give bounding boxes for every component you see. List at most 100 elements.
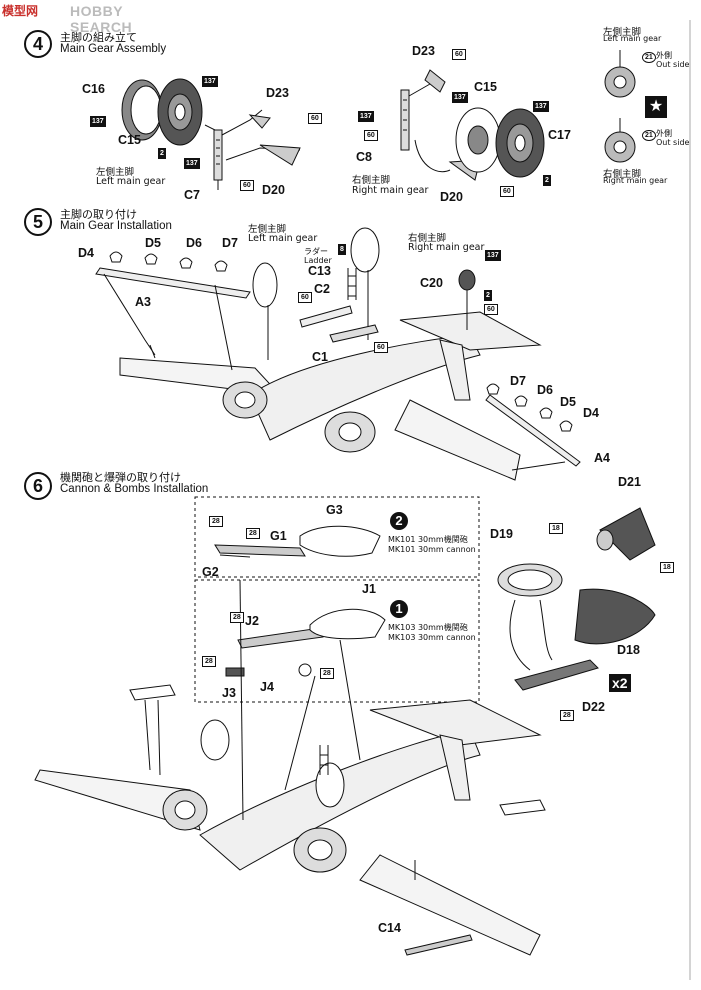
side-right-out-jp: 外側: [656, 129, 672, 138]
opt1-jp: MK103 30mm機関砲: [388, 623, 468, 632]
color-tag: 8: [338, 244, 346, 255]
step5-right-gear-doors: [485, 383, 581, 467]
color-tag: 2: [158, 148, 166, 159]
step5-aircraft: [119, 227, 566, 481]
ladder-jp: ラダー: [304, 247, 328, 256]
part-label: D18: [617, 643, 640, 657]
part-label: J2: [245, 614, 259, 628]
part-label: G3: [326, 503, 343, 517]
side-left-num: 21: [642, 52, 656, 63]
left-gear-en: Left main gear: [248, 233, 318, 244]
color-tag: 60: [364, 130, 378, 141]
part-label: D23: [412, 44, 435, 58]
color-tag: 28: [246, 528, 260, 539]
color-tag: 28: [560, 710, 574, 721]
color-tag: 60: [374, 342, 388, 353]
side-right-jp: 右側主脚: [603, 169, 642, 180]
color-tag: 60: [452, 49, 466, 60]
right-gear-jp: 右側主脚: [408, 233, 447, 244]
color-tag: 137: [184, 158, 200, 169]
part-label: D7: [510, 374, 526, 388]
part-label: C20: [420, 276, 443, 290]
color-tag: 60: [308, 113, 322, 124]
option-1-badge: 1: [390, 600, 408, 618]
step6-opt1-drawing: [225, 608, 386, 677]
watermark-cn: 模型网: [2, 4, 39, 18]
part-label: C16: [82, 82, 105, 96]
part-label: D20: [262, 183, 285, 197]
color-tag: 137: [202, 76, 218, 87]
side-left-jp: 左側主脚: [603, 27, 642, 38]
side-left-out-en: Out side: [656, 60, 690, 69]
part-label: D4: [78, 246, 94, 260]
color-tag: 18: [660, 562, 674, 573]
star-icon: ★: [645, 96, 667, 118]
part-label: D21: [618, 475, 641, 489]
color-tag: 137: [90, 116, 106, 127]
color-tag: 60: [500, 186, 514, 197]
side-left-en: Left main gear: [603, 34, 662, 43]
color-tag: 60: [484, 304, 498, 315]
part-label: D5: [145, 236, 161, 250]
part-label: A4: [594, 451, 610, 465]
step6-title-jp: 機関砲と爆弾の取り付け: [60, 471, 181, 484]
part-label: D5: [560, 395, 576, 409]
part-label: C15: [474, 80, 497, 94]
color-tag: 60: [298, 292, 312, 303]
step5-number: 5: [24, 208, 52, 236]
part-label: J1: [362, 582, 376, 596]
side-right-out-en: Out side: [656, 138, 690, 147]
color-tag: 28: [230, 612, 244, 623]
part-label: C1: [312, 350, 328, 364]
color-tag: 137: [485, 250, 501, 261]
color-tag: 60: [240, 180, 254, 191]
part-label: J4: [260, 680, 274, 694]
side-view-left: [604, 50, 636, 98]
right-gear-en: Right main gear: [352, 185, 429, 196]
left-wheel-assembly: [121, 78, 216, 146]
right-gear-en: Right main gear: [408, 242, 485, 253]
part-label: D7: [222, 236, 238, 250]
step4-title-jp: 主脚の組み立て: [60, 31, 137, 44]
step5-left-gear-doors: [95, 251, 251, 356]
side-right-num: 21: [642, 130, 656, 141]
part-label: D20: [440, 190, 463, 204]
side-right-en: Right main gear: [603, 176, 668, 185]
part-label: D22: [582, 700, 605, 714]
watermark-en: HOBBY SEARCH: [70, 3, 133, 35]
opt2-en: MK101 30mm cannon: [388, 545, 476, 554]
left-gear-jp: 左側主脚: [96, 167, 135, 178]
part-label: C14: [378, 921, 401, 935]
part-label: A3: [135, 295, 151, 309]
step6-opt2-drawing: [214, 525, 381, 558]
part-label: D23: [266, 86, 289, 100]
side-view-right: [604, 118, 636, 163]
opt1-en: MK103 30mm cannon: [388, 633, 476, 642]
part-label: C8: [356, 150, 372, 164]
part-label: J3: [222, 686, 236, 700]
step5-title-en: Main Gear Installation: [60, 220, 172, 232]
step6-aircraft: [34, 579, 546, 956]
step6-title-en: Cannon & Bombs Installation: [60, 483, 209, 495]
option-2-badge: 2: [390, 512, 408, 530]
part-label: D4: [583, 406, 599, 420]
step6-number: 6: [24, 472, 52, 500]
step5-title-jp: 主脚の取り付け: [60, 208, 137, 221]
ladder-en: Ladder: [304, 256, 332, 265]
color-tag: 137: [452, 92, 468, 103]
step4-number: 4: [24, 30, 52, 58]
color-tag: 18: [549, 523, 563, 534]
watermark: 模型网 HOBBY SEARCH: [0, 0, 170, 35]
left-strut: [213, 109, 301, 190]
color-tag: 2: [484, 290, 492, 301]
part-label: C15: [118, 133, 141, 147]
part-label: C7: [184, 188, 200, 202]
color-tag: 28: [209, 516, 223, 527]
part-label: C2: [314, 282, 330, 296]
color-tag: 2: [543, 175, 551, 186]
multiplier-badge: x2: [609, 674, 631, 692]
left-gear-en: Left main gear: [96, 176, 166, 187]
part-label: D6: [186, 236, 202, 250]
color-tag: 137: [358, 111, 374, 122]
